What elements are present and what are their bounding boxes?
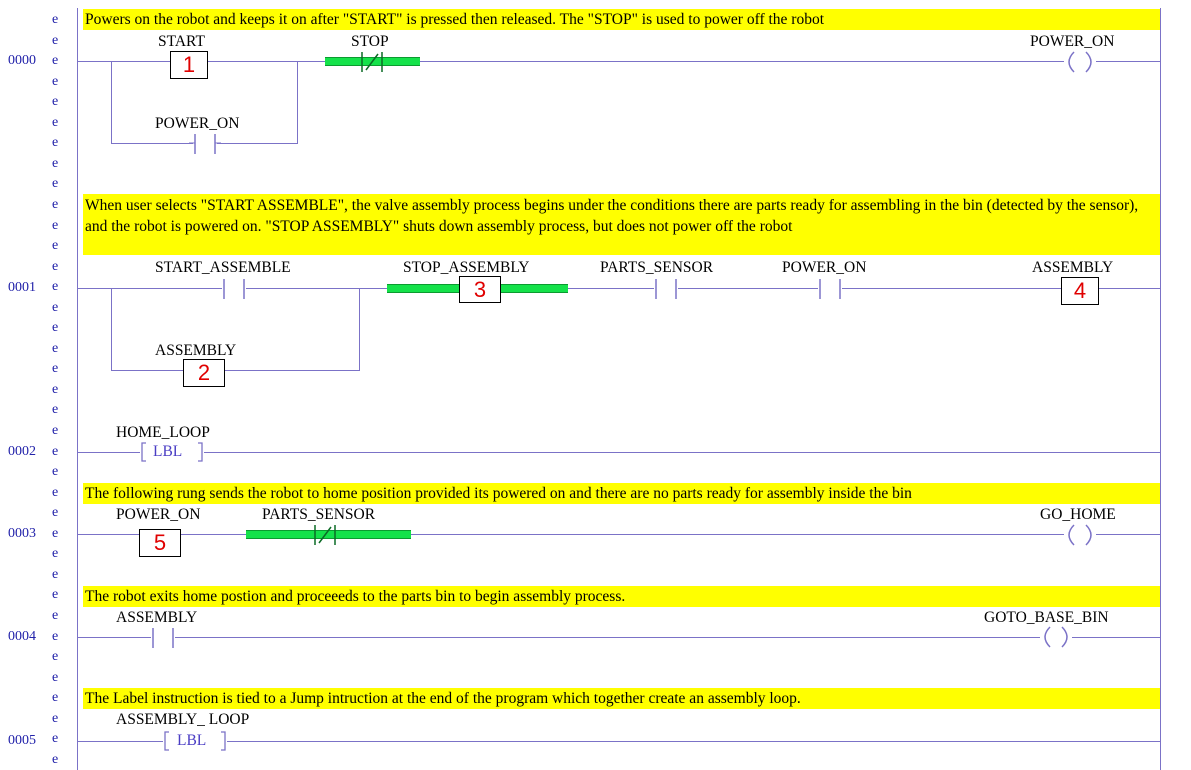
rung-comment: The Label instruction is tied to a Jump … (83, 688, 1160, 709)
rung-comment: The following rung sends the robot to ho… (83, 483, 1160, 504)
power-on-coil-icon[interactable] (1060, 51, 1100, 73)
gutter-marker: e (52, 443, 59, 459)
gutter-marker: e (52, 73, 59, 89)
gutter-marker: e (52, 176, 59, 192)
assembly-no-contact-icon[interactable] (151, 628, 175, 648)
gutter-marker: e (52, 238, 59, 254)
gutter-marker: e (52, 381, 59, 397)
lbl-bracket-icon (141, 442, 203, 462)
gutter-marker: e (52, 258, 59, 274)
gutter-marker: e (52, 196, 59, 212)
rung-wire (77, 534, 1160, 535)
gutter-marker: e (52, 135, 59, 151)
gutter-marker: e (52, 94, 59, 110)
rung-wire (77, 288, 1160, 289)
stop-assembly-badge[interactable]: 3 (459, 276, 501, 303)
gutter-marker: e (52, 32, 59, 48)
start-contact-badge[interactable]: 1 (170, 51, 208, 79)
gutter-marker: e (52, 299, 59, 315)
goto-base-bin-label: GOTO_BASE_BIN (984, 609, 1109, 626)
rung-comment: When user selects "START ASSEMBLE", the … (83, 194, 1160, 255)
gutter-marker: e (52, 320, 59, 336)
rung-number: 0004 (8, 629, 36, 644)
rung-wire-right (204, 452, 1160, 453)
gutter-marker: e (52, 114, 59, 130)
rung-number: 0005 (8, 733, 36, 748)
assembly-branch-badge[interactable]: 2 (183, 359, 225, 387)
gutter-marker: e (52, 423, 59, 438)
rung-wire-left (77, 741, 163, 742)
parts-sensor-no-contact-icon[interactable] (654, 279, 678, 299)
rung-wire-right (227, 741, 1160, 742)
branch-wire-left (111, 288, 112, 370)
branch-wire-right (359, 288, 360, 370)
power-on-coil-label: POWER_ON (1030, 33, 1115, 50)
gutter-marker: e (52, 402, 59, 418)
gutter-marker: e (52, 690, 59, 706)
start-assemble-no-contact-icon[interactable] (222, 279, 246, 299)
gutter-marker: e (52, 566, 59, 582)
rung-number: 0003 (8, 526, 36, 541)
gutter-marker: e (52, 710, 59, 726)
power-on-no-contact-icon[interactable] (818, 279, 842, 299)
rung-comment: Powers on the robot and keeps it on afte… (83, 9, 1160, 30)
gutter-marker: e (52, 279, 59, 295)
gutter-marker: e (52, 587, 59, 603)
parts-sensor-label: PARTS_SENSOR (262, 506, 376, 523)
rung-wire-left (77, 452, 140, 453)
gutter-marker: e (52, 525, 59, 541)
rung-number: 0002 (8, 444, 36, 459)
gutter-marker: e (52, 628, 59, 644)
power-on-no-contact-icon[interactable] (189, 134, 221, 154)
parts-sensor-nc-contact-icon[interactable] (313, 525, 337, 545)
left-power-rail (77, 8, 78, 770)
assembly-branch-label: ASSEMBLY (155, 342, 237, 359)
home-loop-label: HOME_LOOP (116, 424, 210, 441)
rung-number: 0000 (8, 53, 36, 68)
rung-number: 0001 (8, 280, 36, 295)
stop-nc-contact-icon[interactable] (360, 52, 384, 72)
rung-comment: The robot exits home postion and proceee… (83, 586, 1160, 607)
branch-wire-left (111, 61, 112, 143)
start-assemble-label: START_ASSEMBLE (155, 259, 291, 276)
gutter-marker: e (52, 731, 59, 747)
power-on-branch-label: POWER_ON (155, 115, 240, 132)
lbl-bracket-icon (164, 731, 226, 751)
gutter-marker: e (52, 12, 59, 27)
gutter-marker: e (52, 649, 59, 665)
power-on-label: POWER_ON (782, 259, 867, 276)
assembly-label: ASSEMBLY (116, 609, 198, 626)
assembly-coil-badge[interactable]: 4 (1061, 277, 1099, 305)
stop-label: STOP (351, 33, 389, 50)
gutter-marker: e (52, 484, 59, 500)
go-home-coil-icon[interactable] (1060, 524, 1100, 546)
rung-wire (77, 637, 1160, 638)
rung-wire (77, 61, 1160, 62)
gutter-marker: e (52, 669, 59, 685)
gutter-marker: e (52, 155, 59, 171)
gutter-marker: e (52, 464, 59, 480)
stop-assembly-label: STOP_ASSEMBLY (403, 259, 530, 276)
gutter-marker: e (52, 361, 59, 377)
parts-sensor-label: PARTS_SENSOR (600, 259, 714, 276)
gutter-marker: e (52, 53, 59, 69)
assembly-loop-label: ASSEMBLY_ LOOP (116, 711, 250, 728)
goto-base-bin-coil-icon[interactable] (1036, 626, 1076, 648)
lbl-instruction[interactable]: LBL (177, 732, 207, 749)
power-on-label: POWER_ON (116, 506, 201, 523)
branch-wire-bottom (111, 370, 360, 371)
gutter-marker: e (52, 546, 59, 562)
right-power-rail (1160, 8, 1161, 770)
power-on-badge[interactable]: 5 (139, 529, 181, 557)
gutter-marker: e (52, 505, 59, 521)
gutter-marker: e (52, 607, 59, 623)
assembly-coil-label: ASSEMBLY (1032, 259, 1114, 276)
go-home-label: GO_HOME (1040, 506, 1116, 523)
start-label: START (158, 33, 205, 50)
gutter-marker: e (52, 751, 59, 767)
branch-wire-right (297, 61, 298, 143)
gutter-marker: e (52, 340, 59, 356)
lbl-instruction[interactable]: LBL (153, 443, 183, 460)
gutter-marker: e (52, 217, 59, 233)
